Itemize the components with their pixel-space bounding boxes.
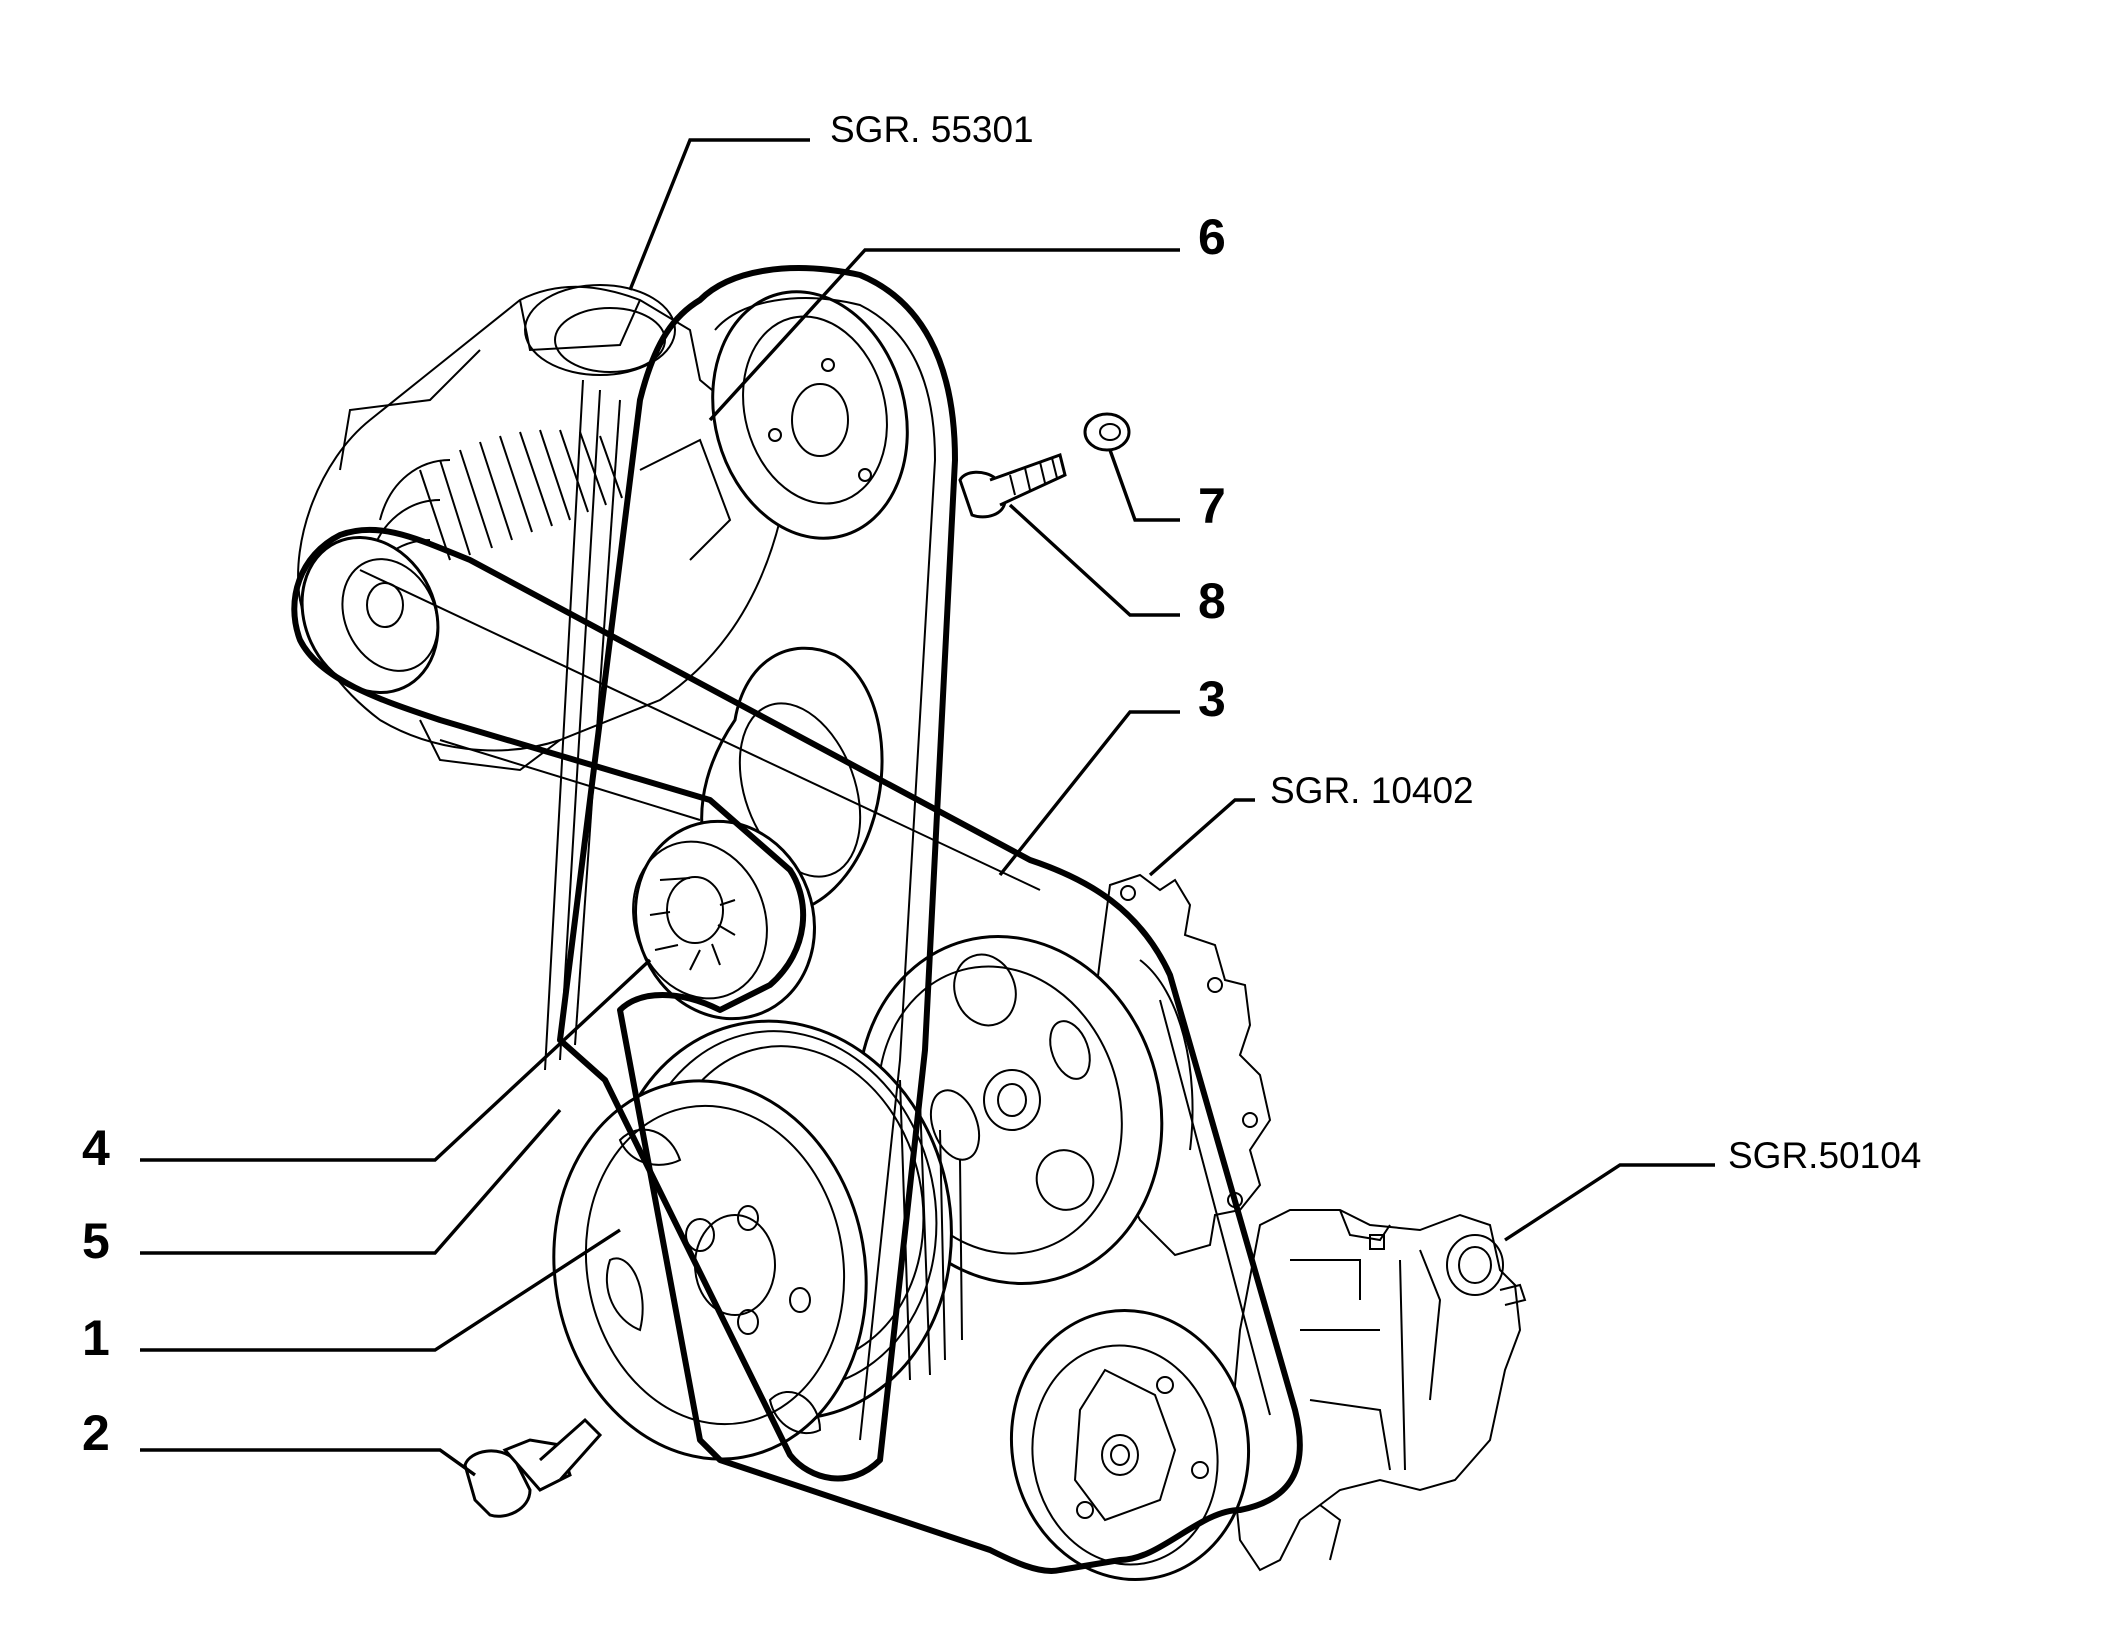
bolt-2 — [463, 1417, 603, 1518]
item-number-1: 1 — [82, 1310, 110, 1366]
tensioner-pulley-5 — [632, 819, 816, 1021]
item-number-8: 8 — [1198, 573, 1226, 629]
ref-label-compressor: SGR.50104 — [1728, 1135, 1921, 1176]
leader-8 — [1008, 503, 1180, 617]
leader-ref-pump — [1148, 798, 1255, 877]
item-number-5: 5 — [82, 1213, 110, 1269]
leader-3 — [998, 710, 1180, 877]
crankshaft-pulley-1 — [552, 1019, 963, 1461]
item-number-7: 7 — [1198, 478, 1226, 534]
ac-compressor-assembly — [1228, 1209, 1527, 1572]
ref-label-alternator: SGR. 55301 — [830, 109, 1034, 150]
compressor-pulley — [1009, 1308, 1251, 1582]
alternator-pulley — [711, 290, 909, 540]
leader-6 — [708, 248, 1180, 422]
item-number-6: 6 — [1198, 209, 1226, 265]
leader-2 — [140, 1448, 476, 1477]
leader-ref-alternator — [628, 138, 810, 291]
leader-ref-compressor — [1504, 1163, 1715, 1242]
small-idler-pulley — [300, 535, 440, 695]
item-number-2: 2 — [82, 1405, 110, 1461]
leader-5 — [140, 1108, 562, 1255]
ref-label-pump: SGR. 10402 — [1270, 770, 1474, 811]
washer-7 — [1083, 412, 1131, 452]
belt-6 — [557, 265, 958, 1482]
item-number-4: 4 — [82, 1120, 110, 1176]
belt-3 — [291, 526, 1303, 1574]
leader-1 — [140, 1228, 621, 1352]
item-number-3: 3 — [1198, 671, 1226, 727]
bolt-8 — [958, 453, 1067, 519]
leader-7 — [1108, 449, 1180, 522]
leader-4 — [140, 958, 652, 1162]
